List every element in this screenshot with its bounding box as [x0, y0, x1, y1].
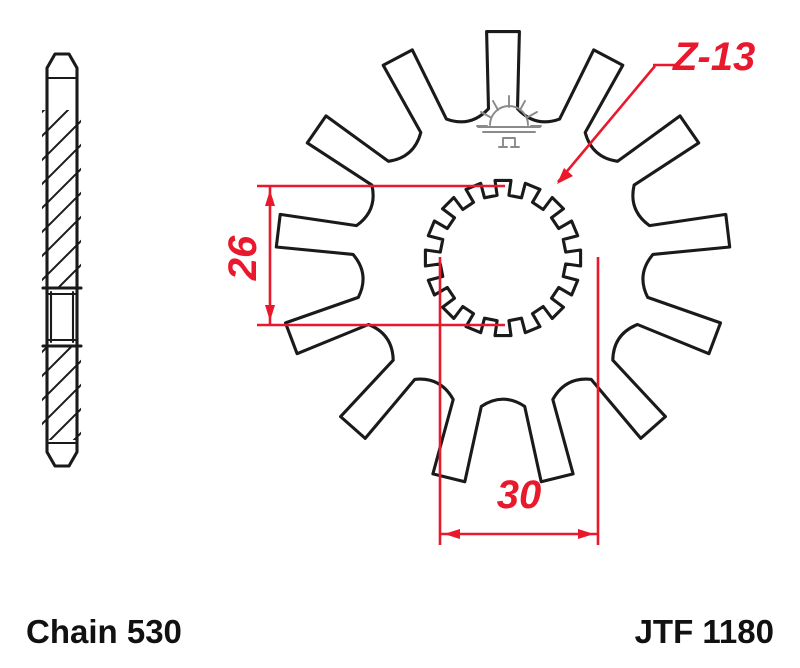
leader-z13-arrowhead	[557, 168, 573, 184]
leader-z13-label: Z-13	[672, 35, 755, 79]
section-hatch-upper	[42, 110, 81, 288]
spline-bore-outline	[423, 178, 583, 338]
part-number-caption: JTF 1180	[635, 613, 774, 650]
dim-26-group: 26	[221, 184, 505, 327]
dim-30-label: 30	[497, 473, 542, 517]
dim-30-arrow-left	[444, 529, 460, 539]
dim-30-group: 30	[438, 257, 600, 545]
leader-z13-group: Z-13	[557, 35, 755, 184]
section-hatch-lower	[42, 346, 81, 440]
leader-z13-line	[557, 65, 656, 183]
sprocket-outer-profile	[274, 30, 732, 484]
sunrise-logo	[476, 95, 542, 148]
chain-caption: Chain 530	[26, 613, 182, 650]
dim-26-arrow-bottom	[265, 305, 275, 321]
sprocket-face-view	[274, 30, 732, 484]
dim-26-arrow-top	[265, 190, 275, 206]
dimension-annotations: 26 30 Z-13	[221, 35, 755, 545]
side-section-view	[41, 52, 83, 468]
dim-30-arrow-right	[578, 529, 594, 539]
dim-26-label: 26	[221, 235, 265, 281]
